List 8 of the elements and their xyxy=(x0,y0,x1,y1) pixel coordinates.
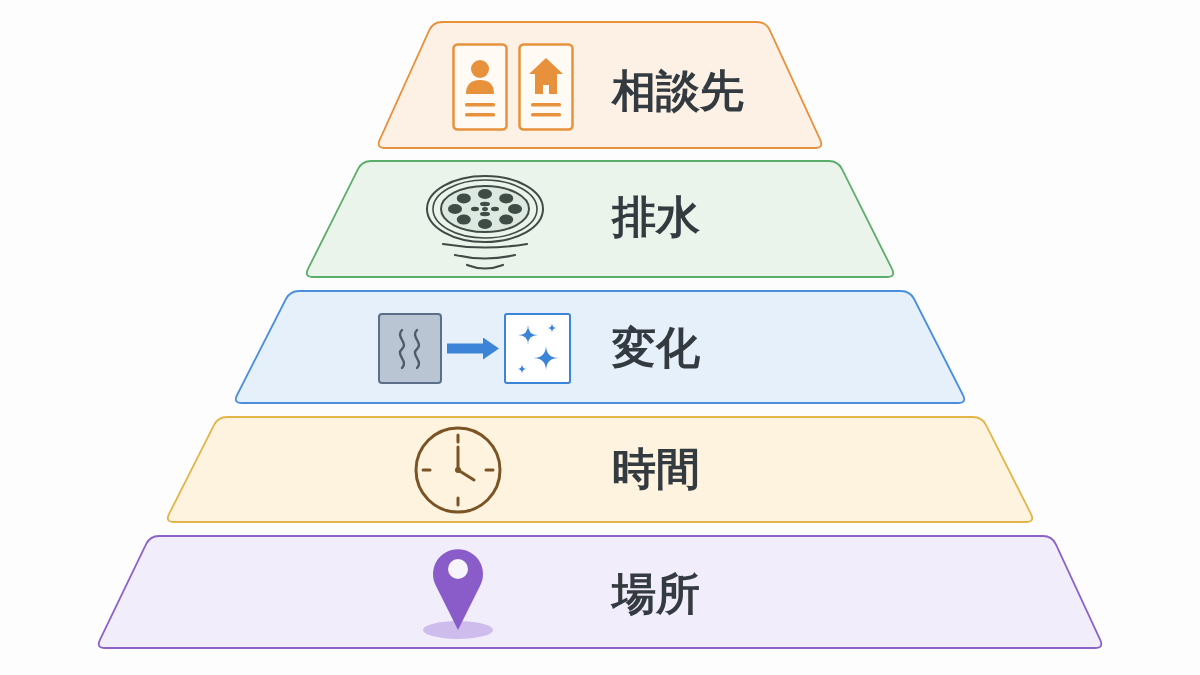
sparkles-icon xyxy=(504,313,571,384)
arrow xyxy=(447,337,499,360)
level-label: 排水 xyxy=(612,193,700,242)
level-label: 相談先 xyxy=(612,67,744,116)
level-label: 時間 xyxy=(612,445,700,494)
level-label: 変化 xyxy=(612,324,700,373)
wavy-lines-icon xyxy=(378,313,442,384)
level-label: 場所 xyxy=(612,570,700,619)
